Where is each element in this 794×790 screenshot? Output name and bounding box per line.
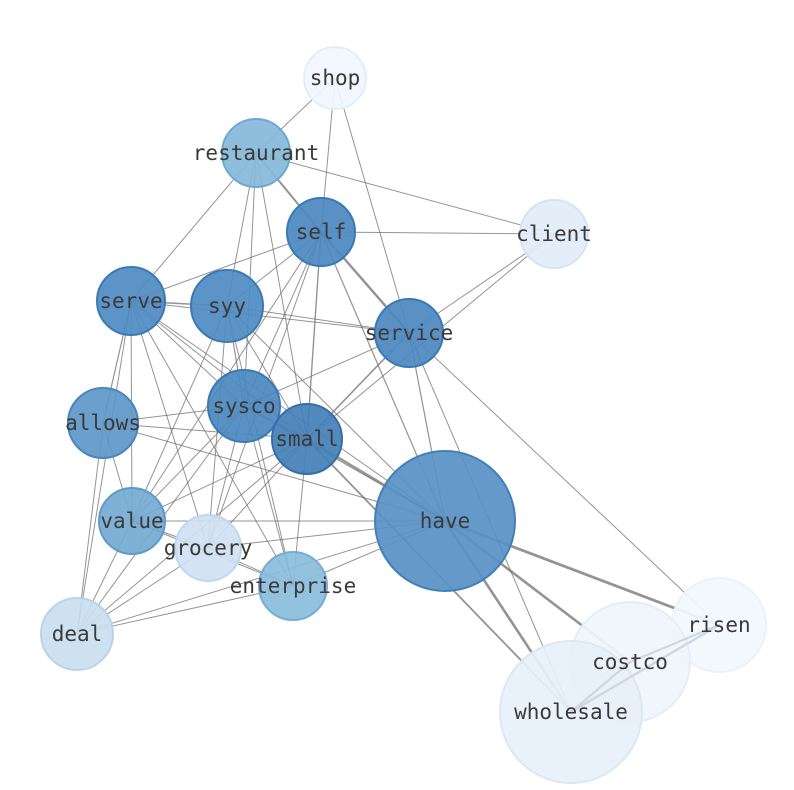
node-value (98, 487, 166, 555)
cluster-edge-costco-risen (628, 623, 721, 664)
node-label-risen: risen (687, 613, 750, 637)
node-label-grocery: grocery (164, 536, 253, 560)
node-syy (190, 269, 264, 343)
node-label-shop: shop (310, 66, 361, 90)
node-label-allows: allows (65, 411, 141, 435)
node-deal (40, 597, 114, 671)
node-serve (96, 266, 166, 336)
node-label-enterprise: enterprise (230, 574, 356, 598)
node-grocery (174, 514, 242, 582)
edge-service-risen (408, 332, 720, 626)
node-allows (67, 387, 139, 459)
node-label-restaurant: restaurant (193, 141, 319, 165)
node-label-client: client (516, 222, 592, 246)
edge-serve-service (130, 300, 410, 334)
node-enterprise (258, 551, 328, 621)
cluster-edge-wholesale-costco (569, 660, 632, 714)
node-service (374, 298, 444, 368)
edge-serve-grocery (130, 300, 209, 549)
node-restaurant (221, 118, 291, 188)
edge-shop-service (334, 77, 410, 334)
node-self (286, 197, 356, 267)
node-label-small: small (275, 427, 338, 451)
node-label-service: service (365, 321, 454, 345)
node-label-deal: deal (52, 622, 103, 646)
node-label-syy: syy (208, 294, 246, 318)
node-label-self: self (296, 220, 347, 244)
node-sysco (207, 369, 281, 443)
edge-self-client (320, 231, 555, 235)
node-client (519, 199, 589, 269)
edge-restaurant-small (255, 152, 308, 440)
edge-serve-deal (76, 300, 132, 635)
node-label-serve: serve (99, 289, 162, 313)
node-small (271, 403, 343, 475)
labels-layer: shop restaurant self client serve syy service s… (52, 66, 751, 724)
node-label-value: value (100, 509, 163, 533)
cluster-edge-wholesale-risen (569, 623, 721, 714)
cluster-edges-layer (569, 623, 721, 714)
node-label-wholesale: wholesale (514, 700, 628, 724)
node-shop (303, 46, 367, 110)
node-have (374, 450, 516, 592)
node-label-costco: costco (592, 650, 668, 674)
node-label-have: have (420, 509, 471, 533)
edge-serve-enterprise (130, 300, 294, 587)
edge-restaurant-client (255, 152, 555, 235)
node-label-sysco: sysco (212, 394, 275, 418)
